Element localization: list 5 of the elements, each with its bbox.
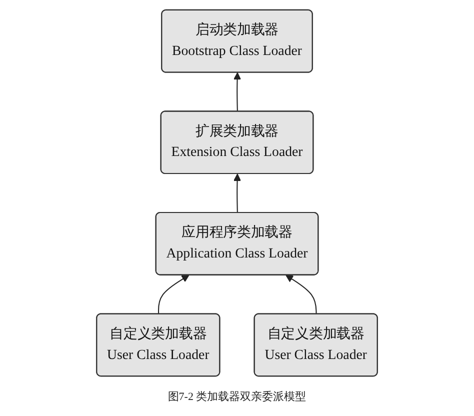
arrow [158, 274, 190, 314]
arrow [286, 274, 317, 314]
arrow [233, 72, 242, 112]
figure-caption: 图7-2 类加载器双亲委派模型 [168, 390, 306, 404]
arrow [233, 173, 242, 212]
